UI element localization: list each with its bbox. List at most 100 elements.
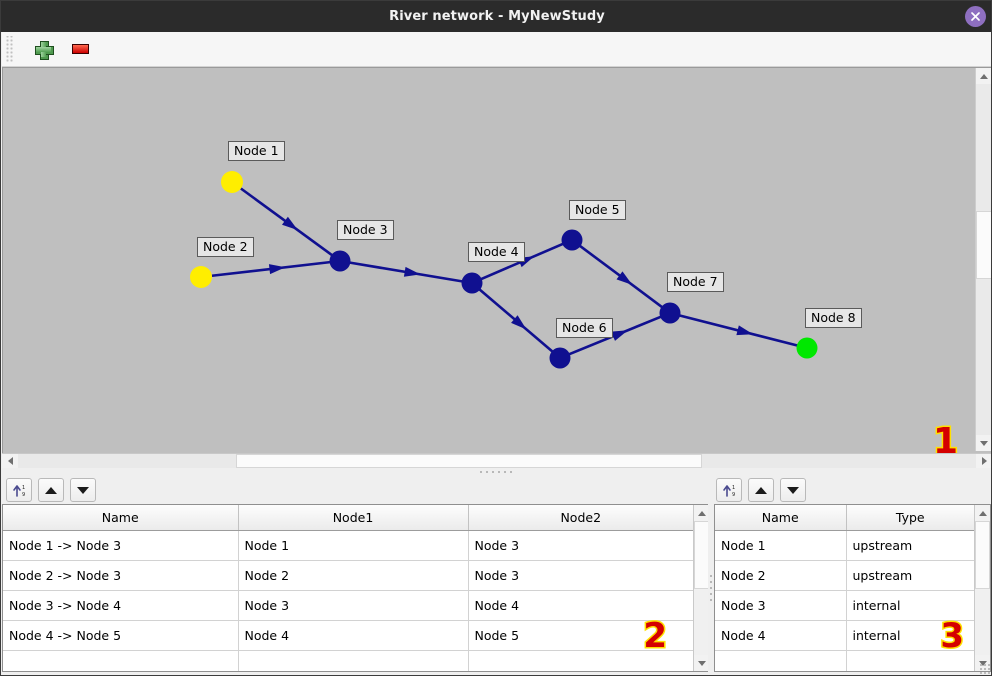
graph-node-node-2[interactable] xyxy=(190,266,212,288)
node-move-down-button[interactable] xyxy=(780,478,806,502)
splitter-grip-icon xyxy=(709,574,713,605)
graph-nodes[interactable] xyxy=(190,171,818,369)
horizontal-splitter[interactable] xyxy=(2,468,991,477)
delete-node-button[interactable] xyxy=(66,35,94,63)
reach-table-cell[interactable]: Node 3 -> Node 4 xyxy=(3,590,239,621)
node-table-cell[interactable]: internal xyxy=(846,620,974,651)
graph-vertical-scrollbar[interactable] xyxy=(975,68,991,451)
node-table-cell[interactable]: upstream xyxy=(846,530,974,561)
node-column-header[interactable]: Name xyxy=(715,505,847,531)
reach-table-cell[interactable]: Node 3 xyxy=(238,590,469,621)
graph-vscroll-thumb[interactable] xyxy=(976,211,991,279)
graph-node-node-4[interactable] xyxy=(461,272,483,294)
reach-column-header[interactable]: Node2 xyxy=(468,505,693,531)
node-table-vertical-scrollbar[interactable] xyxy=(974,505,990,671)
graph-node-node-8[interactable] xyxy=(796,337,818,359)
node-sort-button[interactable]: 1 9 xyxy=(716,478,742,502)
reach-table-cell[interactable]: Node 2 xyxy=(238,560,469,591)
node-table-cell[interactable]: Node 3 xyxy=(715,590,847,621)
close-icon[interactable] xyxy=(965,6,986,27)
reach-table-cell[interactable]: Node 2 -> Node 3 xyxy=(3,560,239,591)
toolbar-grip[interactable] xyxy=(5,36,14,62)
reach-sort-button[interactable]: 1 9 xyxy=(6,478,32,502)
node-table-row[interactable] xyxy=(715,650,974,671)
reach-column-header[interactable]: Node1 xyxy=(238,505,469,531)
graph-scroll-right-button[interactable] xyxy=(976,454,991,468)
reach-table-row[interactable] xyxy=(3,650,693,671)
graph-node-label-node-6[interactable]: Node 6 xyxy=(556,318,613,338)
add-node-button[interactable] xyxy=(29,35,57,63)
reach-table-vertical-scrollbar[interactable] xyxy=(693,505,709,671)
graph-node-label-node-4[interactable]: Node 4 xyxy=(468,242,525,262)
graph-node-label-node-3[interactable]: Node 3 xyxy=(337,220,394,240)
reach-table-cell[interactable] xyxy=(468,650,693,671)
reach-table-cell[interactable]: Node 4 xyxy=(468,590,693,621)
graph-node-label-node-5[interactable]: Node 5 xyxy=(569,200,626,220)
reach-table-cell[interactable]: Node 5 xyxy=(468,620,693,651)
node-table-cell[interactable]: Node 1 xyxy=(715,530,847,561)
graph-node-node-3[interactable] xyxy=(329,250,351,272)
graph-node-label-node-7[interactable]: Node 7 xyxy=(667,272,724,292)
reach-table-cell[interactable]: Node 3 xyxy=(468,530,693,561)
reach-table-cell[interactable]: Node 1 -> Node 3 xyxy=(3,530,239,561)
reach-table-cell[interactable] xyxy=(3,650,239,671)
node-column-header[interactable]: Type xyxy=(846,505,974,531)
node-vscroll-thumb[interactable] xyxy=(975,521,990,589)
chevron-up-icon xyxy=(698,510,706,516)
graph-node-label-node-8[interactable]: Node 8 xyxy=(805,308,862,328)
reach-table-cell[interactable]: Node 4 -> Node 5 xyxy=(3,620,239,651)
node-table-cell[interactable]: internal xyxy=(846,590,974,621)
node-table-cell[interactable] xyxy=(715,650,847,671)
graph-node-node-7[interactable] xyxy=(659,302,681,324)
reach-vscroll-thumb[interactable] xyxy=(694,521,709,589)
reach-table-cell[interactable] xyxy=(238,650,469,671)
node-move-up-button[interactable] xyxy=(748,478,774,502)
reach-column-header[interactable]: Name xyxy=(3,505,239,531)
node-table-toolbar: 1 9 xyxy=(716,476,806,504)
node-table-cell[interactable] xyxy=(846,650,974,671)
reach-scroll-down-button[interactable] xyxy=(694,655,709,671)
graph-node-node-5[interactable] xyxy=(561,229,583,251)
graph-node-node-1[interactable] xyxy=(221,171,243,193)
node-table-cell[interactable]: Node 2 xyxy=(715,560,847,591)
node-table-cell[interactable]: upstream xyxy=(846,560,974,591)
reach-move-up-button[interactable] xyxy=(38,478,64,502)
window-resize-grip[interactable] xyxy=(980,664,990,674)
vertical-splitter[interactable] xyxy=(708,504,714,675)
graph-node-label-node-1[interactable]: Node 1 xyxy=(228,141,285,161)
reach-scroll-up-button[interactable] xyxy=(694,505,709,521)
river-network-graph[interactable] xyxy=(3,68,991,466)
svg-text:1: 1 xyxy=(732,485,735,491)
reach-move-down-button[interactable] xyxy=(70,478,96,502)
node-table-cell[interactable]: Node 4 xyxy=(715,620,847,651)
river-network-graph-panel[interactable]: Node 1 Node 2 Node 3 Node 4 Node 5 Node 6 Node… xyxy=(2,67,991,467)
graph-scroll-left-button[interactable] xyxy=(2,454,18,468)
graph-horizontal-scrollbar[interactable] xyxy=(2,453,991,468)
reach-table-cell[interactable]: Node 4 xyxy=(238,620,469,651)
graph-hscroll-thumb[interactable] xyxy=(236,454,702,468)
graph-scroll-up-button[interactable] xyxy=(976,68,991,84)
reach-table-cell[interactable]: Node 1 xyxy=(238,530,469,561)
reach-table-cell[interactable]: Node 3 xyxy=(468,560,693,591)
graph-scroll-down-button[interactable] xyxy=(976,435,991,451)
graph-node-node-6[interactable] xyxy=(549,347,571,369)
node-scroll-up-button[interactable] xyxy=(975,505,990,521)
graph-node-label-node-2[interactable]: Node 2 xyxy=(197,237,254,257)
chevron-down-icon xyxy=(979,660,987,666)
